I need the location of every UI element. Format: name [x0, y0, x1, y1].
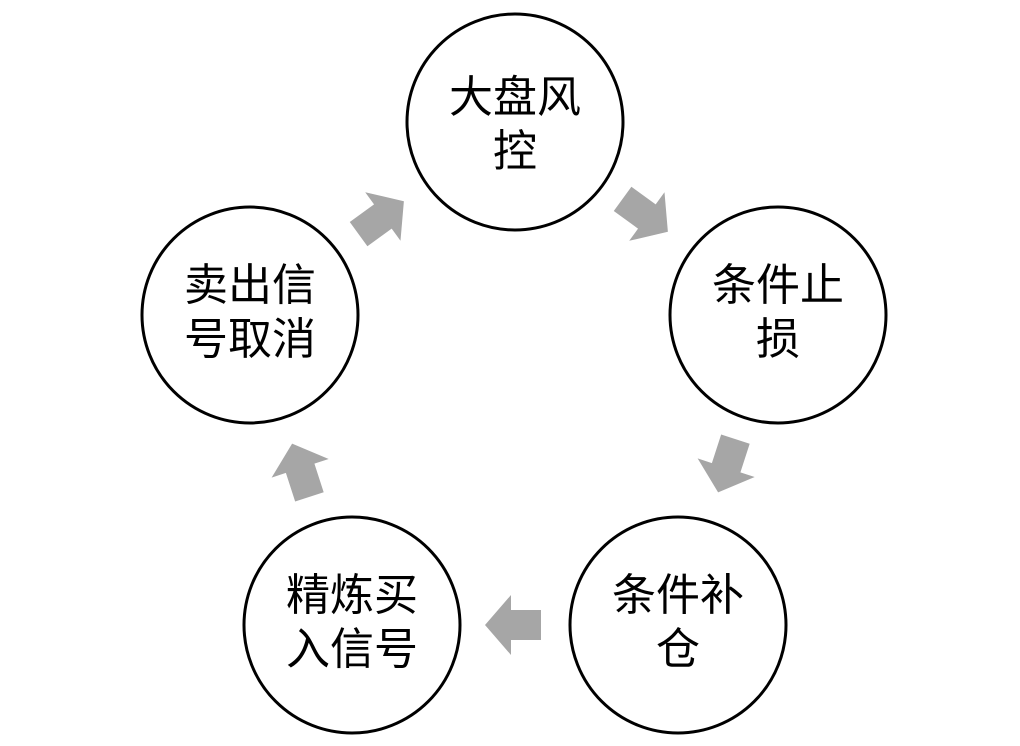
node-refine-buy-signal: 精炼买 入信号: [242, 515, 462, 735]
node-conditional-stop-loss: 条件止 损: [668, 205, 888, 425]
node-label-line: 仓: [656, 624, 700, 675]
flow-arrow: [271, 443, 329, 502]
node-label-line: 大盘风: [449, 72, 581, 123]
node-label-line: 精炼买: [286, 570, 418, 621]
node-label-line: 损: [756, 314, 800, 365]
flow-arrow: [349, 192, 404, 247]
node-label-line: 控: [493, 126, 537, 177]
flow-arrow: [697, 434, 755, 493]
flow-arrow: [485, 595, 541, 655]
node-label-line: 条件补: [612, 570, 744, 621]
node-label-line: 号取消: [184, 314, 316, 365]
node-cancel-sell-signal: 卖出信 号取消: [140, 205, 360, 425]
node-conditional-add-position: 条件补 仓: [568, 515, 788, 735]
node-market-risk: 大盘风 控: [405, 12, 625, 232]
node-label-line: 卖出信: [184, 260, 316, 311]
node-label-line: 条件止: [712, 260, 844, 311]
node-label-line: 入信号: [286, 624, 418, 675]
flow-arrow: [613, 186, 668, 241]
